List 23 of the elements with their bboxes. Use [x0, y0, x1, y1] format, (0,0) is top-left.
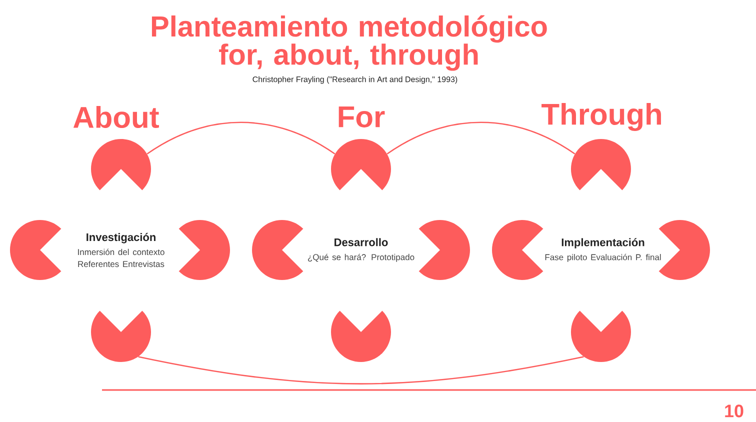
pacman-shape	[571, 310, 631, 362]
column-heading: About	[73, 106, 159, 128]
title: Planteamiento metodológico for, about, through	[152, 15, 547, 71]
connector-curve	[146, 122, 336, 154]
column-heading: Through	[542, 102, 661, 132]
step-text: Desarrollo ¿Qué se hará? Prototipado	[308, 238, 414, 262]
citation: Christopher Frayling ("Research in Art and Design," 1993)	[252, 76, 458, 84]
step-text: Investigación Inmersión del contexto Referentes Entrevistas	[78, 232, 164, 268]
column-heading: For	[338, 106, 385, 128]
step-text: Implementación Fase piloto Evaluación P. final	[545, 238, 661, 262]
pacman-shape	[331, 139, 391, 190]
pacman-shape	[252, 220, 304, 280]
connector-curve	[138, 356, 584, 384]
pacman-shape	[91, 139, 151, 190]
pacman-shape	[418, 220, 470, 280]
page-number: 10	[725, 404, 744, 418]
pacman-shape	[178, 220, 230, 280]
pacman-shape	[571, 139, 631, 190]
connector-curve	[386, 122, 576, 154]
pacman-shape	[331, 310, 391, 362]
pacman-shape	[492, 220, 544, 280]
pacman-shape	[10, 220, 62, 280]
pacman-shape	[91, 310, 151, 362]
